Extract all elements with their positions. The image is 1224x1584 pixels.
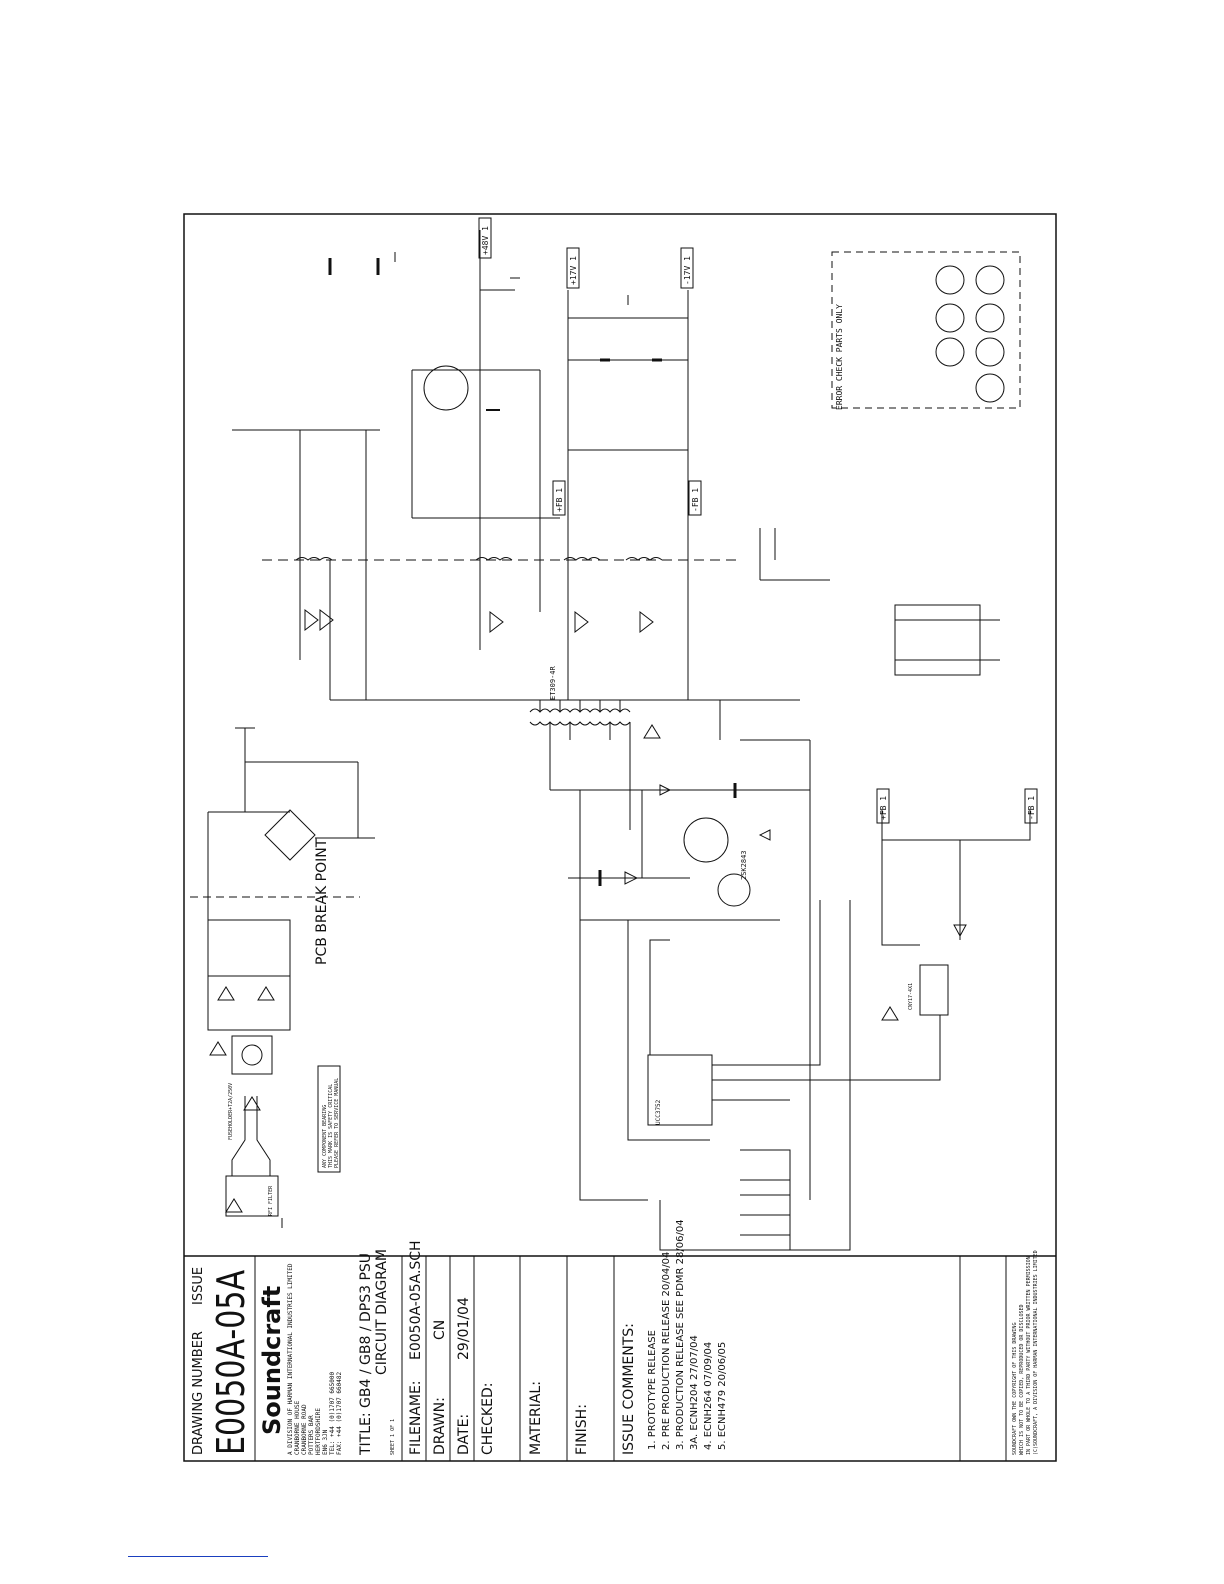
rail-plus-fb-2: +FB 1 <box>879 796 888 820</box>
company-line-3: POTTERS BAR <box>308 1415 315 1455</box>
rail-plus48v: +48V 1 <box>481 226 490 255</box>
safety-note-box <box>317 1065 341 1173</box>
drawing-border <box>183 213 1057 1462</box>
copyright-2: IN PART OR WHOLE TO A THIRD PARTY WITHOU… <box>1026 1256 1032 1455</box>
schematic <box>190 230 1031 1251</box>
connector-cn2 <box>894 604 981 676</box>
title-sub: CIRCUIT DIAGRAM <box>374 1249 390 1375</box>
company-line-0: A DIVISION OF HARMAN INTERNATIONAL INDUS… <box>287 1263 294 1455</box>
company-line-2: CRANBORNE ROAD <box>301 1404 308 1455</box>
ic-ucc3752 <box>647 1054 713 1126</box>
copyright-1: WHICH IS NOT TO BE COPIED, REPRODUCED OR… <box>1019 1304 1025 1455</box>
mosfet-tr2 <box>717 873 751 907</box>
bridge-choke-box <box>231 1035 273 1075</box>
company-line-4: HERTFORDSHIRE <box>315 1408 322 1455</box>
company-line-7: FAX: +44 (0)1707 660482 <box>336 1372 343 1455</box>
drawn: CN <box>432 1320 448 1340</box>
company-logo: Soundcraft <box>258 1286 286 1435</box>
transformer-label: ET309-4R <box>549 665 557 700</box>
issue-comment-3: 3A. ECNH204 27/07/04 <box>689 1335 700 1450</box>
ic-main-label: UCC3752 <box>655 1099 662 1125</box>
bridge-rectifier <box>264 809 316 861</box>
transistor-tr3 <box>683 817 729 863</box>
copyright-0: SOUNDCRAFT OWN THE COPYRIGHT OF THIS DRA… <box>1012 1323 1018 1455</box>
transistor-tr1 <box>423 365 469 411</box>
fuse-label: FUSEHOLDER+T2A/250V <box>228 1083 234 1140</box>
sheet-number: SHEET 1 OF 1 <box>390 1419 396 1455</box>
rail-plus17v: +17V 1 <box>569 256 578 285</box>
filename: E0050A-05A.SCH <box>408 1240 424 1360</box>
rail-minus-fb: -FB 1 <box>691 488 700 512</box>
error-check-label: ERROR CHECK PARTS ONLY <box>835 304 844 410</box>
checked-label: CHECKED: <box>480 1383 496 1455</box>
rail-labels: +48V 1 +17V 1 -17V 1 +FB 1 -FB 1 +FB 1 -… <box>478 217 1038 824</box>
issue-comment-1: 2. PRE PRODUCTION RELEASE 20/04/04 <box>661 1252 672 1450</box>
filter-label: RFI FILTER <box>268 1185 274 1216</box>
drawing-number-label: DRAWING NUMBER <box>191 1331 206 1455</box>
company-line-1: CRANBORNE HOUSE <box>294 1400 301 1455</box>
error-check-box <box>831 251 1021 409</box>
issue-comment-4: 4. ECNH264 07/09/04 <box>703 1342 714 1450</box>
safety-note-2: PLEASE REFER TO SERVICE MANUAL <box>334 1078 340 1168</box>
date-label: DATE: <box>456 1414 472 1455</box>
copyright-3: (C)SOUNDCRAFT, A DIVISION OF HARMAN INTE… <box>1033 1250 1039 1455</box>
rfi-filter-box <box>225 1175 279 1217</box>
issue-comment-2: 3. PRODUCTION RELEASE SEE PDMR 28/06/04 <box>675 1219 686 1450</box>
mosfet-label: 2SK2843 <box>740 850 748 880</box>
issue-comment-0: 1. PROTOTYPE RELEASE <box>647 1330 658 1450</box>
pcb-break-point: PCB BREAK POINT <box>314 838 330 965</box>
rail-minus17v: -17V 1 <box>683 256 692 285</box>
date: 29/01/04 <box>456 1297 472 1360</box>
finish-label: FINISH: <box>574 1404 590 1455</box>
rail-plus-fb: +FB 1 <box>555 488 564 512</box>
safety-note-0: ANY COMPONENT BEARING <box>322 1105 328 1168</box>
optocoupler-label: CNY17-4X1 <box>908 983 914 1010</box>
rail-minus-fb-2: -FB 1 <box>1027 796 1036 820</box>
footer-link-rule <box>128 1556 268 1557</box>
company-line-5: EN6 3JN <box>322 1429 329 1455</box>
issue-comments-label: ISSUE COMMENTS: <box>621 1323 637 1455</box>
title: TITLE: GB4 / GB8 / DPS3 PSU <box>358 1253 374 1456</box>
drawing-number: E0050A-05A <box>209 1270 253 1455</box>
company-line-6: TEL: +44 (0)1707 665000 <box>329 1372 336 1455</box>
material-label: MATERIAL: <box>528 1381 544 1455</box>
drawn-label: DRAWN: <box>432 1397 448 1455</box>
issue-comment-5: 5. ECNH479 20/06/05 <box>717 1342 728 1450</box>
filename-label: FILENAME: <box>408 1380 424 1455</box>
optocoupler-box <box>919 964 949 1016</box>
issue-label: ISSUE <box>191 1267 206 1305</box>
safety-note-1: THIS MARK IS SAFETY CRITICAL <box>328 1084 334 1168</box>
